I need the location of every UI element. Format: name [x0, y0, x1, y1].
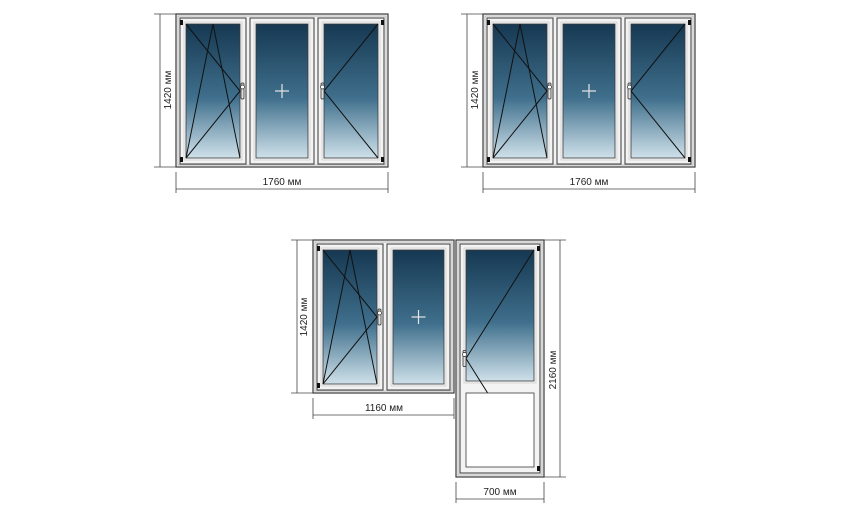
cross-mark-icon	[582, 84, 596, 98]
cross-mark-icon	[411, 310, 426, 324]
balcony-window-width-dimension: 1160 мм	[312, 398, 455, 419]
hinge-icon	[537, 466, 540, 471]
window-1-sash-middle-fixed	[249, 17, 315, 165]
balcony-window-height-label: 1420 мм	[299, 297, 310, 336]
hinge-icon	[317, 383, 320, 388]
window-1-sash-right-turn	[317, 17, 385, 165]
balcony-door-height-dimension: 2160 мм	[544, 239, 566, 478]
balcony-door-height-label: 2160 мм	[548, 350, 559, 389]
handle-icon	[627, 82, 632, 100]
balcony-block: 1420 мм 1160 мм 2160 мм 700 мм	[291, 239, 566, 503]
window-1-height-dimension: 1420 мм	[154, 13, 176, 168]
hinge-icon	[688, 157, 691, 162]
window-1-width-label: 1760 мм	[263, 177, 302, 188]
hinge-icon	[487, 157, 490, 162]
hinge-icon	[317, 246, 320, 251]
balcony-door-sash	[459, 243, 541, 474]
hinge-icon	[381, 20, 384, 25]
hinge-icon	[381, 157, 384, 162]
window-2-height-label: 1420 мм	[470, 70, 481, 109]
window-2-sash-left-tilt-turn	[486, 17, 554, 165]
window-2-width-label: 1760 мм	[570, 177, 609, 188]
handle-icon	[320, 82, 325, 100]
balcony-door-width-label: 700 мм	[483, 487, 516, 498]
window-1-width-dimension: 1760 мм	[175, 172, 389, 193]
hinge-icon	[487, 20, 490, 25]
balcony-window-width-label: 1160 мм	[365, 403, 403, 414]
balcony-window-sash-right-fixed	[386, 243, 451, 391]
handle-icon	[377, 308, 382, 326]
balcony-window-sash-left-tilt-turn	[316, 243, 384, 391]
hinge-icon	[537, 246, 540, 251]
handle-icon	[462, 350, 467, 367]
window-1-height-label: 1420 мм	[163, 70, 174, 109]
window-2-sash-middle-fixed	[556, 17, 622, 165]
handle-icon	[240, 82, 245, 100]
balcony-door-width-dimension: 700 мм	[455, 482, 545, 503]
window-2-sash-right-turn	[624, 17, 692, 165]
hinge-icon	[180, 20, 183, 25]
hinge-icon	[180, 157, 183, 162]
window-1: 1420 мм 1760 мм	[154, 13, 389, 193]
window-2-width-dimension: 1760 мм	[482, 172, 696, 193]
window-2: 1420 мм 1760 мм	[461, 13, 696, 193]
window-2-height-dimension: 1420 мм	[461, 13, 483, 168]
handle-icon	[547, 82, 552, 100]
hinge-icon	[688, 20, 691, 25]
window-1-sash-left-tilt-turn	[179, 17, 247, 165]
balcony-window-height-dimension: 1420 мм	[291, 239, 313, 394]
cross-mark-icon	[275, 84, 289, 98]
